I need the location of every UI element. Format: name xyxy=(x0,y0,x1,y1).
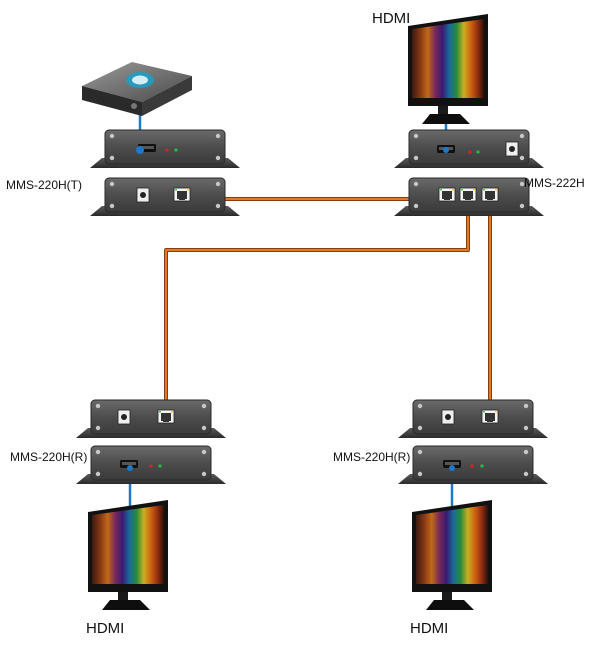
hdmi-label-bottom-left: HDMI xyxy=(86,620,125,637)
receiver-right-label: MMS-220H(R) xyxy=(333,450,411,464)
tv-monitor-icon xyxy=(412,500,492,610)
receiver-left-hdmi-unit xyxy=(75,445,227,485)
receiver-right-hdmi-unit xyxy=(397,445,549,485)
hdmi-port-icon xyxy=(443,460,461,468)
rj45-port-icon xyxy=(438,187,456,202)
receiver-right-device xyxy=(397,399,549,485)
transmitter-hdmi-unit xyxy=(89,129,241,169)
splitter-hdmi-unit xyxy=(393,129,545,169)
rj45-port-icon xyxy=(481,187,499,202)
transmitter-lan-unit xyxy=(89,177,241,217)
rj45-port-icon xyxy=(173,187,191,202)
power-jack-icon xyxy=(117,409,131,425)
splitter-lan-unit xyxy=(393,177,545,217)
receiver-right-lan-unit xyxy=(397,399,549,439)
receiver-left-label: MMS-220H(R) xyxy=(10,450,88,464)
receiver-left-lan-unit xyxy=(75,399,227,439)
rj45-port-icon xyxy=(481,409,499,424)
power-jack-icon xyxy=(136,187,150,203)
transmitter-device xyxy=(89,129,241,217)
receiver-left-device xyxy=(75,399,227,485)
tv-monitor-icon xyxy=(408,14,488,124)
power-jack-icon xyxy=(441,409,455,425)
rj45-port-icon xyxy=(157,409,175,424)
media-player-icon xyxy=(82,62,192,116)
rj45-port-icon xyxy=(459,187,477,202)
power-jack-icon xyxy=(505,141,519,157)
cat-cable-splitter-to-rx-left xyxy=(164,199,470,414)
hdmi-label-top: HDMI xyxy=(372,10,411,27)
hdmi-label-bottom-right: HDMI xyxy=(410,620,449,637)
cat-cables xyxy=(164,197,492,414)
hdmi-port-icon xyxy=(120,460,138,468)
splitter-device xyxy=(393,129,545,217)
tv-monitor-icon xyxy=(88,500,168,610)
transmitter-label: MMS-220H(T) xyxy=(6,178,83,192)
splitter-label: MMS-222H xyxy=(524,176,585,190)
